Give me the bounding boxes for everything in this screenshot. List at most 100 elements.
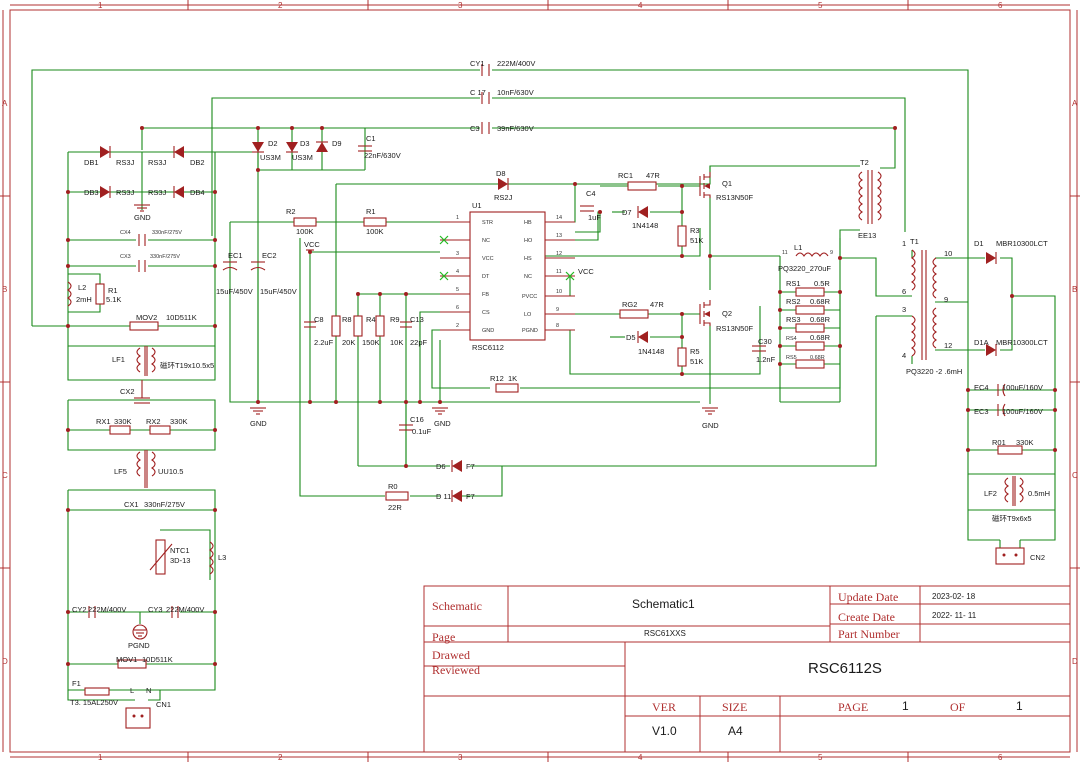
diode-d5: D5 1N4148 [626,331,664,356]
label-cn1-l: L [130,686,134,695]
capacitor-ec1: EC1 15uF/450V [216,251,253,296]
size-value: A4 [728,724,743,738]
capacitor-cy3: CY3 222M/400V [148,605,204,618]
label-r8: R8 [342,315,352,324]
mosfet-q1: Q1 RS13N50F [699,172,754,202]
value-c16: 0.1uF [412,427,432,436]
ver-label: VER [652,700,676,714]
value-r8: 20K [342,338,355,347]
inductor-l3: L3 [209,541,226,575]
label-cx3: CX3 [120,254,131,260]
thermistor-ntc1: NTC1 3D-13 [149,539,190,575]
label-d11: D 11 [436,492,451,501]
label-cx4: CX4 [120,230,131,236]
resistor-r9: R9 10K [375,315,403,347]
label-ec4: EC4 [974,383,989,392]
label-cx1: CX1 [124,500,139,509]
value-mov1: 10D511K [142,655,173,664]
pin-number: 4 [456,269,459,275]
value-r12: 1K [508,374,517,383]
connector-cn2: CN2 [995,547,1045,565]
resistor-r01: R01 330K [992,438,1034,455]
value-c8: 2.2uF [314,338,334,347]
page-number-value: 1 [902,699,909,713]
value-r5: 51K [690,357,703,366]
resistor-rs1: RS1 0.5R [786,279,830,297]
label-mov2: MOV2 [136,313,157,322]
pin-t1-3: 3 [902,305,906,314]
row-label: C [1072,471,1078,480]
label-d3: D3 [300,139,310,148]
part-number-label: Part Number [838,627,900,641]
value-rc1: 47R [646,171,660,180]
label-cy1: CY1 [470,59,485,68]
label-c4: C4 [586,189,596,198]
label-r9: R9 [390,315,400,324]
row-label: B [2,285,7,294]
label-gnd-bridge: GND [134,213,151,222]
label-cn2: CN2 [1030,553,1045,562]
capacitor-c1: C1 22nF/630V [358,134,401,160]
capacitor-c8: C8 2.2uF [304,315,334,347]
label-rx2: RX2 [146,417,161,426]
fuse-f1: F1 T3. 15AL250V [70,679,118,707]
value-cy2: 222M/400V [88,605,126,614]
diode-d2: D2 US3M [252,139,281,162]
value-ntc1: 3D-13 [170,556,190,565]
capacitor-c13: C13 22pF [400,315,428,347]
capacitor-cx2: CX2 [120,380,150,404]
choke-lf5: LF5 UU10.5 [114,450,183,488]
value-cx1: 330nF/275V [144,500,185,509]
resistor-rs2: RS2 0.68R [786,297,831,315]
label-d9: D9 [332,139,342,148]
capacitor-c3: C3 39nF/630V [470,122,534,134]
drawed-label: Drawed [432,648,470,662]
schematic-name: Schematic1 [632,597,695,611]
protective-ground: PGND [128,612,150,650]
pin-name: NC [482,238,490,244]
label-vcc-1: VCC [304,240,320,249]
value-cx4: 330nF/275V [152,230,182,236]
row-label: D [1072,657,1078,666]
value-d7: 1N4148 [632,221,658,230]
row-label: B [1072,285,1077,294]
diode-d3: D3 US3M [286,139,313,162]
ic-u1: U1 RSC6112 STR NC VCC DT FB CS GND 1 3 4… [439,201,575,352]
resistor-rs5: RS5 0.68R [786,355,825,369]
diode-db1: DB1 RS3J [84,146,135,167]
resistor-rs3: RS3 0.68R [786,315,831,333]
junctions [66,126,1057,666]
pin-name: HO [524,238,533,244]
label-r5: R5 [690,347,700,356]
pin-name: PGND [522,328,538,334]
pin-number: 8 [556,323,559,329]
label-rx1: RX1 [96,417,111,426]
create-date-value: 2022- 11- 11 [932,611,977,620]
value-l2: 2mH [76,295,92,304]
capacitor-ec2: EC2 15uF/450V [250,251,297,296]
pin-name: PVCC [522,294,537,300]
value-db1: RS3J [116,158,135,167]
pin-l1-9: 9 [830,250,833,256]
pin-number: 12 [556,251,562,257]
resistor-r8: R8 20K [331,315,355,347]
inductor-l1: L1 PQ3220_270uF 11 9 [778,243,833,273]
ver-value: V1.0 [652,724,677,738]
label-lf1: LF1 [112,355,125,364]
resistor-r1b: R1 100K [363,207,387,236]
label-cn1-n: N [146,686,151,695]
diode-d1a: D1A MBR10300LCT [974,338,1048,356]
vcc-flag-1: VCC [304,240,320,251]
pin-name: DT [482,274,490,280]
value-t2: EE13 [858,231,876,240]
value-db4: RS3J [148,188,167,197]
label-rs2: RS2 [786,297,801,306]
update-date-label: Update Date [838,590,898,604]
value-d5: 1N4148 [638,347,664,356]
diode-db3: DB3 RS3J [84,186,135,198]
col-label: 5 [818,753,823,762]
label-pgnd: PGND [128,641,150,650]
pin-name: HS [524,256,532,262]
label-d8: D8 [496,169,506,178]
